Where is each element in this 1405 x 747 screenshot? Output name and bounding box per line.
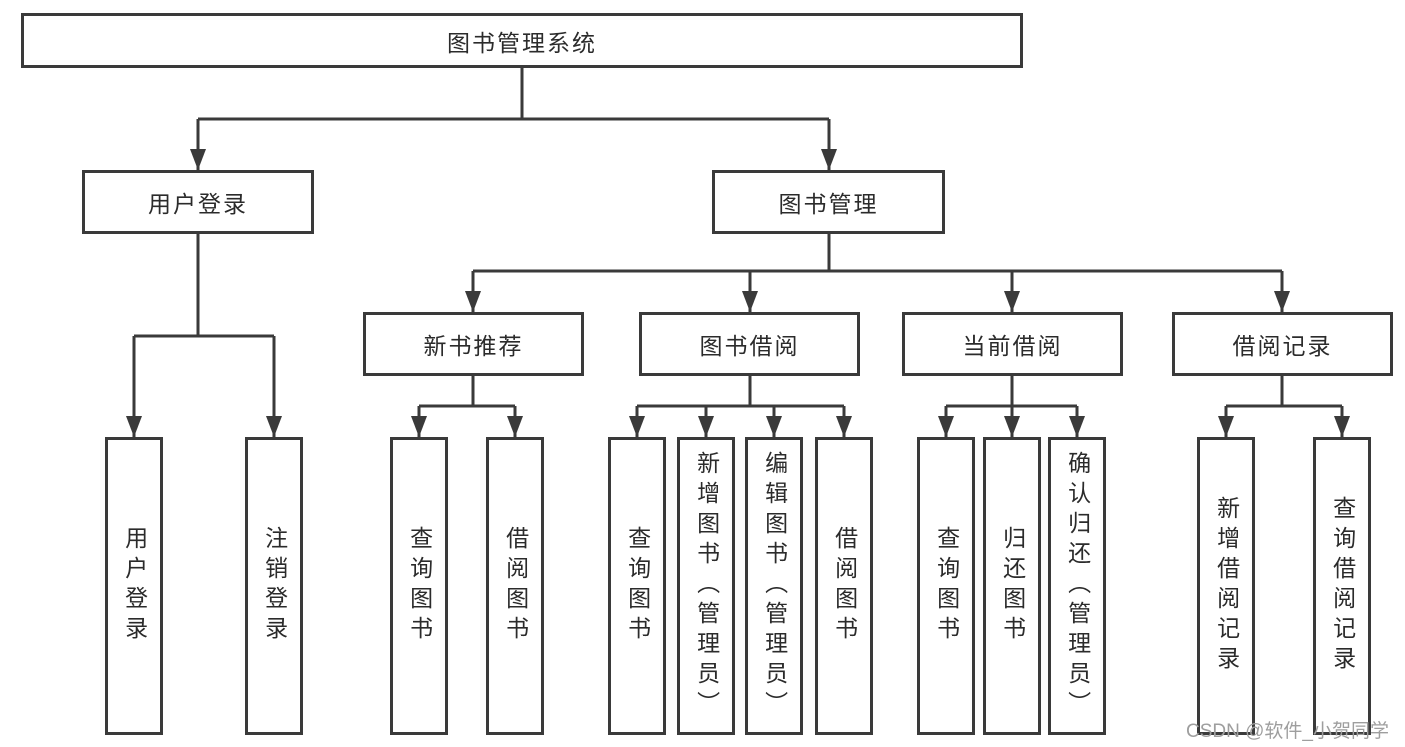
leaf-label: 新增图书（管理员）: [693, 451, 720, 721]
node-borrowing-records: 借阅记录: [1172, 312, 1393, 376]
node-current-borrowing: 当前借阅: [902, 312, 1123, 376]
node-label: 图书借阅: [699, 333, 800, 359]
node-label: 图书管理系统: [447, 29, 597, 56]
leaf-label: 借阅图书: [502, 526, 529, 646]
leaf-logout: 注销登录: [245, 437, 303, 735]
leaf-label: 查询借阅记录: [1329, 496, 1356, 676]
leaf-query-books-borrowing: 查询图书: [608, 437, 666, 735]
leaf-edit-book-admin: 编辑图书（管理员）: [745, 437, 803, 735]
node-library-management-system: 图书管理系统: [21, 13, 1023, 68]
leaf-confirm-return-admin: 确认归还（管理员）: [1048, 437, 1106, 735]
leaf-label: 编辑图书（管理员）: [761, 451, 788, 721]
leaf-label: 查询图书: [933, 526, 960, 646]
node-label: 新书推荐: [423, 333, 524, 359]
node-new-book-recommendation: 新书推荐: [363, 312, 584, 376]
leaf-label: 确认归还（管理员）: [1064, 451, 1091, 721]
leaf-query-books-recommendation: 查询图书: [390, 437, 448, 735]
leaf-label: 查询图书: [624, 526, 651, 646]
leaf-add-book-admin: 新增图书（管理员）: [677, 437, 735, 735]
node-book-management: 图书管理: [712, 170, 945, 234]
node-label: 用户登录: [148, 191, 248, 217]
watermark-text: CSDN @软件_小贺同学: [1186, 721, 1389, 742]
leaf-label: 新增借阅记录: [1213, 496, 1240, 676]
leaf-return-books: 归还图书: [983, 437, 1041, 735]
node-label: 借阅记录: [1232, 333, 1333, 359]
node-book-borrowing: 图书借阅: [639, 312, 860, 376]
node-label: 图书管理: [778, 191, 879, 217]
leaf-borrow-books-borrowing: 借阅图书: [815, 437, 873, 735]
leaf-borrow-books-recommendation: 借阅图书: [486, 437, 544, 735]
node-label: 当前借阅: [962, 333, 1063, 359]
leaf-label: 注销登录: [261, 526, 288, 646]
leaf-add-borrow-record: 新增借阅记录: [1197, 437, 1255, 735]
leaf-query-borrow-record: 查询借阅记录: [1313, 437, 1371, 735]
leaf-label: 借阅图书: [831, 526, 858, 646]
leaf-label: 用户登录: [121, 526, 148, 646]
leaf-label: 归还图书: [999, 526, 1026, 646]
tree-branch-lines: [132, 68, 1344, 437]
leaf-query-books-current: 查询图书: [917, 437, 975, 735]
node-user-login: 用户登录: [82, 170, 314, 234]
leaf-user-login: 用户登录: [105, 437, 163, 735]
leaf-label: 查询图书: [406, 526, 433, 646]
